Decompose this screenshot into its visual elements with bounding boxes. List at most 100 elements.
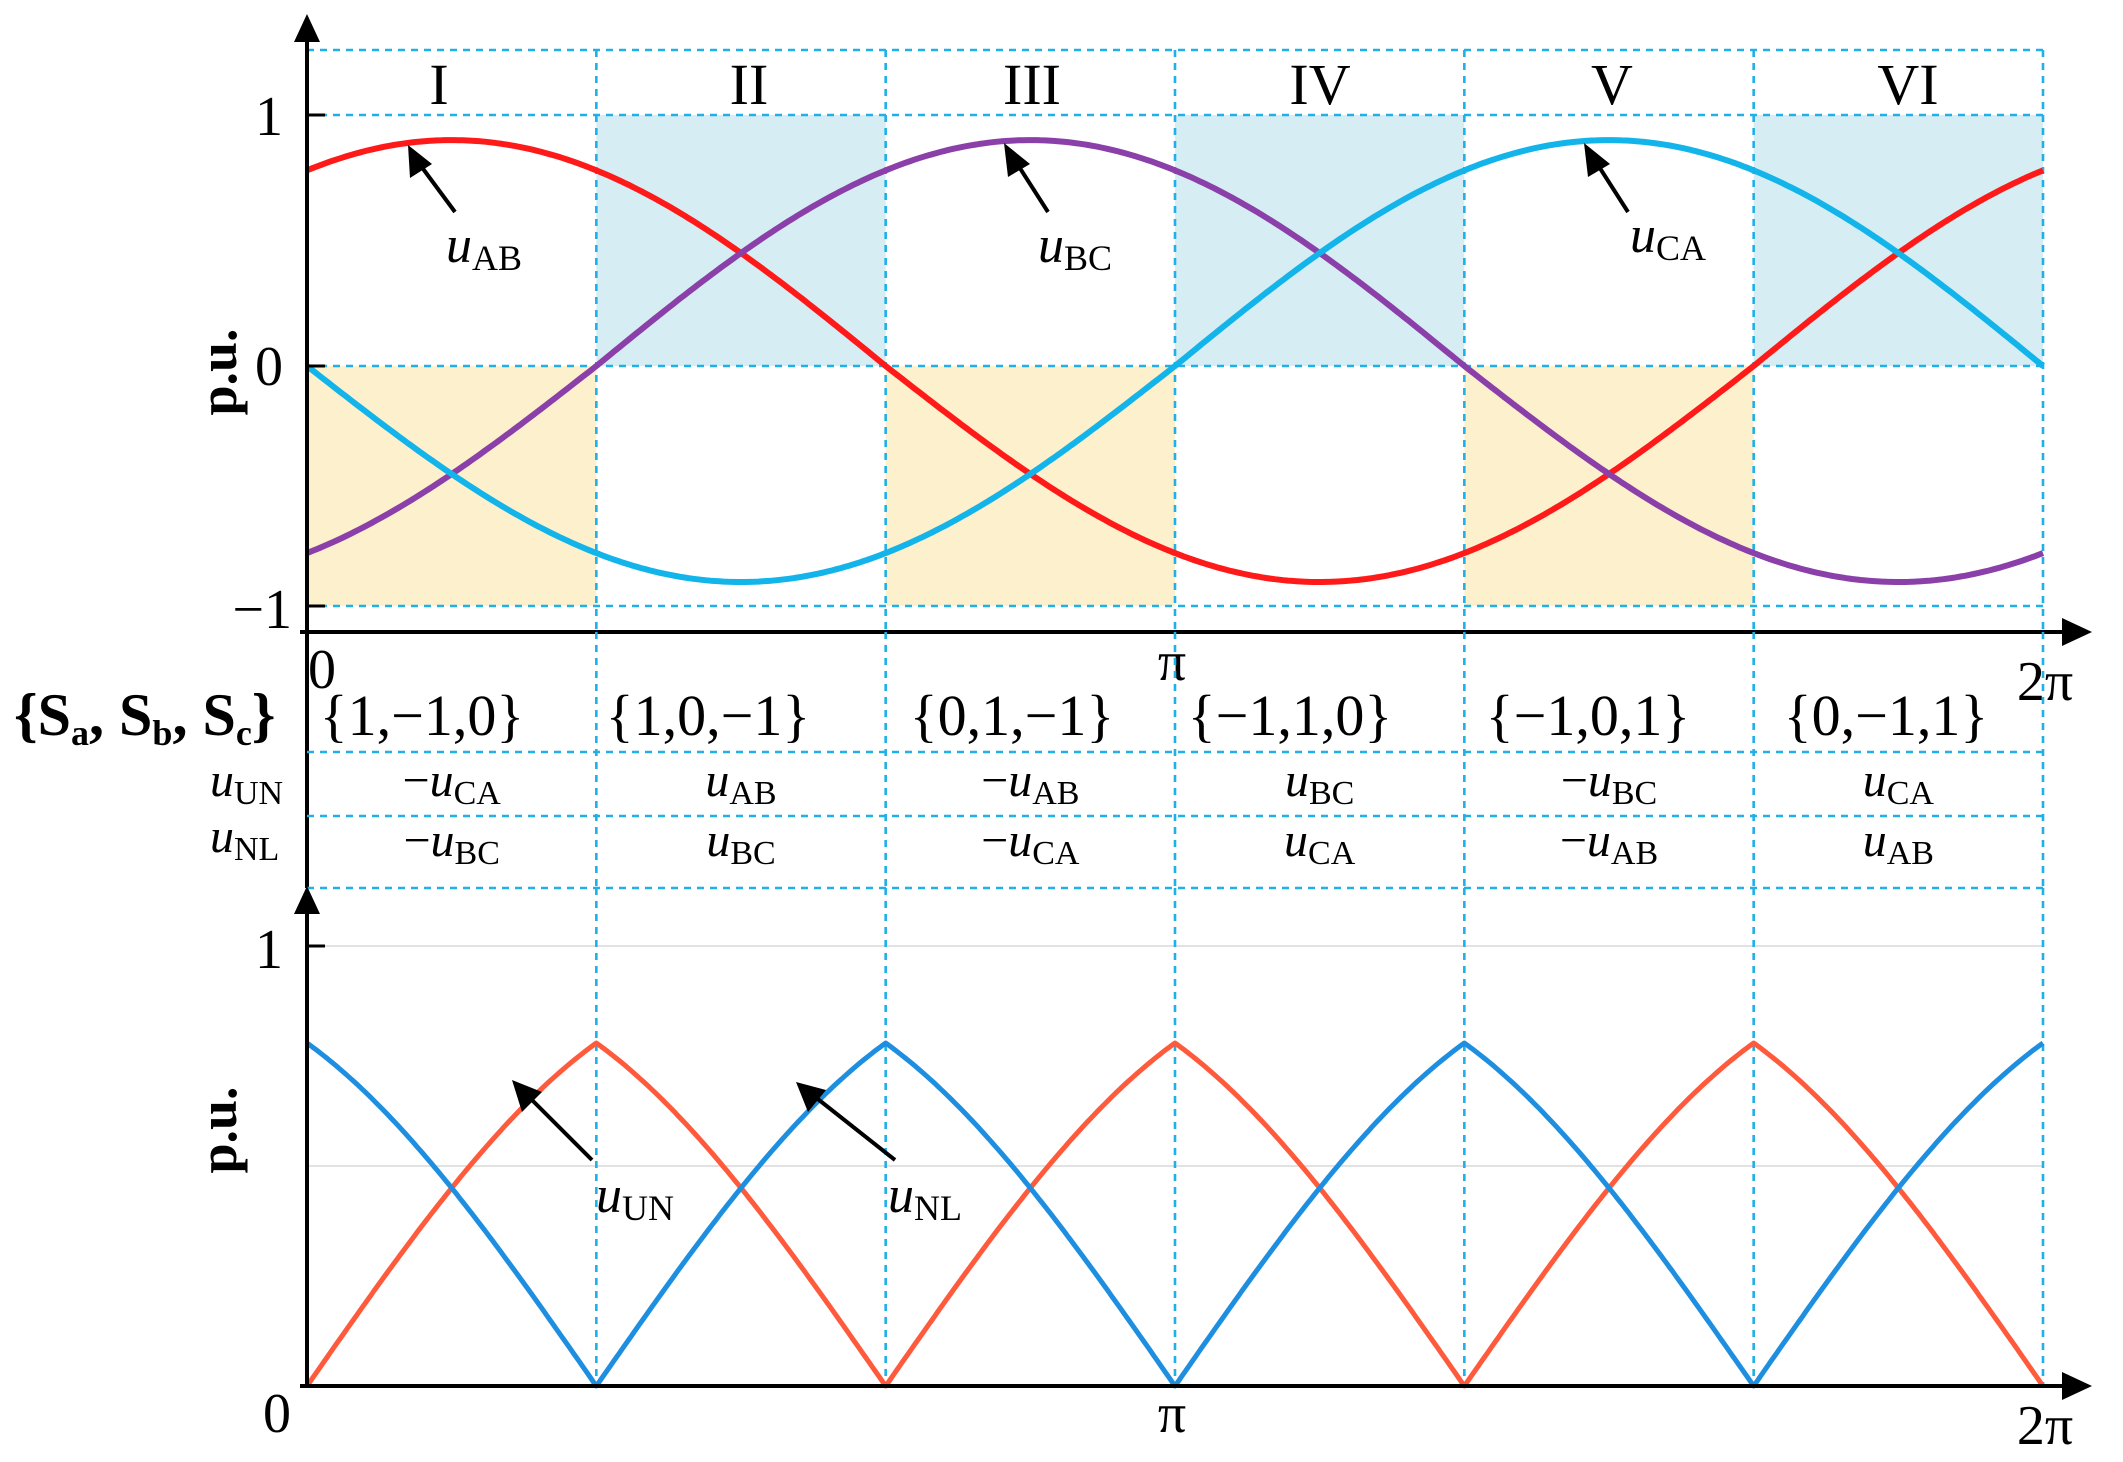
sector-label-IV: IV — [1289, 52, 1350, 117]
arrow-u-nl — [812, 1094, 897, 1162]
bottom-ylabel: p.u. — [188, 1086, 248, 1173]
bottom-ytick-label-1: 1 — [255, 919, 283, 981]
svg-text:uNL: uNL — [888, 1167, 962, 1228]
switching-table: {Sa, Sb, Sc} {1,−1,0} {1,0,−1} {0,1,−1} … — [14, 632, 2045, 890]
bottom-plot: 1 p.u. 0 π 2π uUN uNL — [188, 886, 2092, 1457]
cell-sign: − — [1560, 814, 1587, 867]
brace-open: { — [14, 682, 38, 748]
brace-comma-1: , — [89, 682, 119, 748]
series-label-u-bc: u — [1038, 217, 1064, 274]
brace-sub-b: b — [152, 713, 172, 753]
bottom-x-axis-arrow — [2062, 1372, 2092, 1400]
arrow-u-bc — [1014, 160, 1050, 214]
brace-sub-a: a — [71, 713, 89, 753]
svg-text:{Sa, Sb, Sc}: {Sa, Sb, Sc} — [14, 682, 275, 753]
cell-sub: CA — [1887, 775, 1935, 812]
table-cell-r1-c4: −uAB — [1560, 814, 1658, 872]
cell-main: u — [1008, 814, 1032, 867]
series-label-u-ab: u — [446, 217, 472, 274]
table-cell-r0-c4: −uBC — [1561, 754, 1657, 812]
cell-main: u — [1863, 754, 1887, 807]
curve-u-un — [304, 1040, 2046, 1389]
svg-text:uAB: uAB — [446, 217, 522, 278]
label-u-un: uUN — [512, 1080, 674, 1228]
state-label-4: {−1,1,0} — [1188, 683, 1392, 748]
arrow-u-ab — [416, 160, 457, 214]
table-cell-r1-c3: uCA — [1284, 814, 1356, 872]
sector-label-III: III — [1003, 52, 1061, 117]
series-label-u-nl: u — [888, 1167, 914, 1224]
series-sub-u-ca: CA — [1656, 228, 1706, 268]
cell-sub: AB — [1611, 835, 1658, 872]
top-ytick-label-1: 1 — [255, 86, 283, 148]
table-cell-r1-c2: −uCA — [981, 814, 1080, 872]
cell-sign: − — [981, 754, 1008, 807]
curve-u-bc — [305, 137, 2045, 585]
bottom-xtick-label-pi: π — [1158, 1383, 1186, 1445]
cell-main: u — [1587, 814, 1611, 867]
curve-u-ca — [305, 137, 2045, 585]
arrow-u-ca — [1594, 160, 1630, 214]
table-cell-r1-c5: uAB — [1863, 814, 1934, 872]
cell-main: u — [706, 814, 730, 867]
arrow-head-u-ab — [408, 145, 432, 178]
bottom-xtick-label-2pi: 2π — [2017, 1395, 2073, 1457]
state-label-2: {1,0,−1} — [606, 683, 810, 748]
table-cell-r0-c5: uCA — [1863, 754, 1935, 812]
top-plot: 1 0 −1 p.u. 0 π 2π I II III IV V VI uAB … — [188, 14, 2092, 713]
top-ytick-label-0: 0 — [255, 336, 283, 398]
bottom-xtick-label-0: 0 — [263, 1383, 291, 1445]
cell-sign: − — [1561, 754, 1588, 807]
series-sub-u-nl: NL — [914, 1188, 962, 1228]
cell-main: u — [705, 754, 729, 807]
cell-sub: CA — [1032, 835, 1080, 872]
svg-text:uUN: uUN — [210, 754, 283, 812]
sector-label-V: V — [1591, 52, 1633, 117]
svg-text:uCA: uCA — [1630, 207, 1706, 268]
brace-close: } — [252, 682, 276, 748]
row-sub-u-nl: NL — [234, 831, 279, 868]
cell-sign: − — [403, 754, 430, 807]
svg-text:uUN: uUN — [596, 1167, 674, 1228]
top-xtick-label-pi: π — [1158, 631, 1186, 693]
sector-shading — [307, 115, 2043, 606]
arrow-head-u-ca — [1584, 143, 1610, 177]
arrow-head-u-nl — [796, 1082, 826, 1112]
arrow-u-un — [526, 1094, 594, 1162]
curve-u-ab — [305, 137, 2045, 585]
state-label-5: {−1,0,1} — [1486, 683, 1690, 748]
cell-main: u — [431, 814, 455, 867]
cell-sign: − — [981, 814, 1008, 867]
top-y-axis-arrow — [294, 14, 320, 42]
svg-text:uNL: uNL — [210, 810, 279, 868]
label-u-nl: uNL — [796, 1082, 962, 1228]
series-label-u-ca: u — [1630, 207, 1656, 264]
top-ylabel: p.u. — [188, 328, 248, 415]
cell-sign: − — [403, 814, 430, 867]
cell-main: u — [1285, 754, 1309, 807]
top-xtick-label-2pi: 2π — [2017, 651, 2073, 713]
row-label-u-un: u — [210, 754, 234, 807]
table-cell-r0-c2: −uAB — [981, 754, 1079, 812]
table-cell-r1-c0: −uBC — [403, 814, 499, 872]
top-x-axis-arrow — [2062, 618, 2092, 646]
brace-s-b: S — [119, 682, 152, 748]
brace-s-c: S — [202, 682, 235, 748]
table-cell-r0-c0: −uCA — [403, 754, 502, 812]
label-u-bc: uBC — [1004, 143, 1112, 278]
brace-comma-2: , — [172, 682, 202, 748]
cell-main: u — [430, 754, 454, 807]
series-label-u-un: u — [596, 1167, 622, 1224]
cell-sub: AB — [1032, 775, 1079, 812]
cell-sub: BC — [1612, 775, 1657, 812]
table-cell-r1-c1: uBC — [706, 814, 775, 872]
arrow-head-u-bc — [1004, 143, 1030, 177]
sector-labels: I II III IV V VI — [429, 52, 1938, 117]
brace-sub-c: c — [236, 713, 252, 753]
state-label-3: {0,1,−1} — [910, 683, 1114, 748]
series-sub-u-un: UN — [622, 1188, 674, 1228]
table-cell-r0-c1: uAB — [705, 754, 776, 812]
sector-label-II: II — [730, 52, 769, 117]
cell-sub: BC — [1309, 775, 1354, 812]
